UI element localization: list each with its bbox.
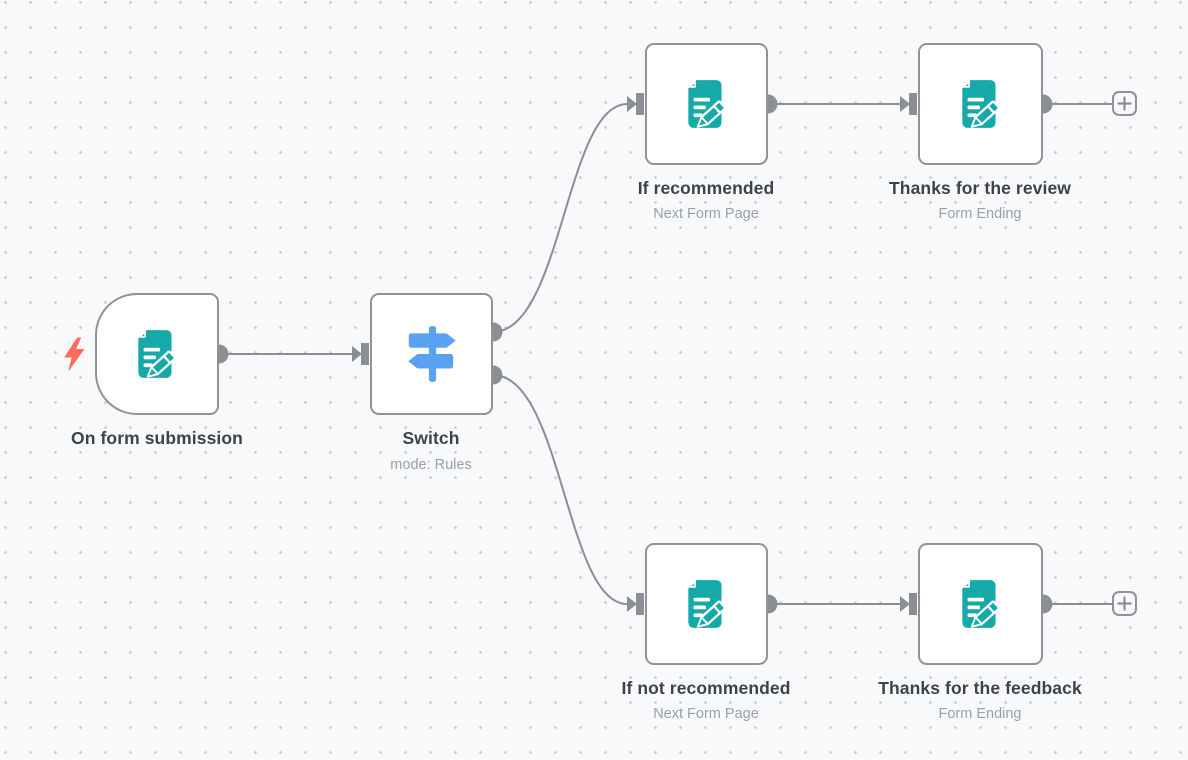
node-subtitle-if-not-recommended: Next Form Page xyxy=(653,706,759,722)
lightning-bolt-icon xyxy=(64,337,84,371)
input-bar-icon xyxy=(909,593,917,615)
input-arrow-icon xyxy=(352,346,362,362)
node-subtitle-if-recommended: Next Form Page xyxy=(653,206,759,222)
node-subtitle-thanks-for-the-feedback: Form Ending xyxy=(938,706,1022,722)
input-arrow-icon xyxy=(627,96,637,112)
input-bar-icon xyxy=(361,343,369,365)
add-node-button[interactable] xyxy=(1112,91,1137,116)
plus-icon xyxy=(1117,596,1132,611)
node-if-not-recommended[interactable] xyxy=(645,543,768,665)
connection-line[interactable] xyxy=(492,374,628,605)
node-label-if-recommended: If recommended xyxy=(637,178,775,198)
node-label-if-not-recommended: If not recommended xyxy=(621,678,791,698)
node-subtitle-thanks-for-the-review: Form Ending xyxy=(938,206,1022,222)
node-label-thanks-for-the-feedback: Thanks for the feedback xyxy=(878,678,1082,698)
form-pencil-icon xyxy=(961,580,1000,628)
node-label-on-form-submission: On form submission xyxy=(71,428,243,448)
form-pencil-icon xyxy=(687,580,726,628)
input-bar-icon xyxy=(909,93,917,115)
form-pencil-icon xyxy=(687,80,726,128)
node-subtitle-switch: mode: Rules xyxy=(390,457,472,473)
input-bar-icon xyxy=(636,593,644,615)
node-label-thanks-for-the-review: Thanks for the review xyxy=(888,178,1072,198)
form-pencil-icon xyxy=(138,330,177,378)
signpost-icon xyxy=(407,326,456,382)
input-arrow-icon xyxy=(900,596,910,612)
connection-line[interactable] xyxy=(492,103,628,333)
form-pencil-icon xyxy=(961,80,1000,128)
input-arrow-icon xyxy=(627,596,637,612)
node-thanks-for-the-feedback[interactable] xyxy=(918,543,1043,665)
node-if-recommended[interactable] xyxy=(645,43,768,165)
input-arrow-icon xyxy=(900,96,910,112)
plus-icon xyxy=(1117,96,1132,111)
node-label-switch: Switch xyxy=(402,428,460,448)
add-node-button[interactable] xyxy=(1112,591,1137,616)
node-switch[interactable] xyxy=(370,293,493,415)
input-bar-icon xyxy=(636,93,644,115)
node-on-form-submission[interactable] xyxy=(95,293,219,415)
node-thanks-for-the-review[interactable] xyxy=(918,43,1043,165)
